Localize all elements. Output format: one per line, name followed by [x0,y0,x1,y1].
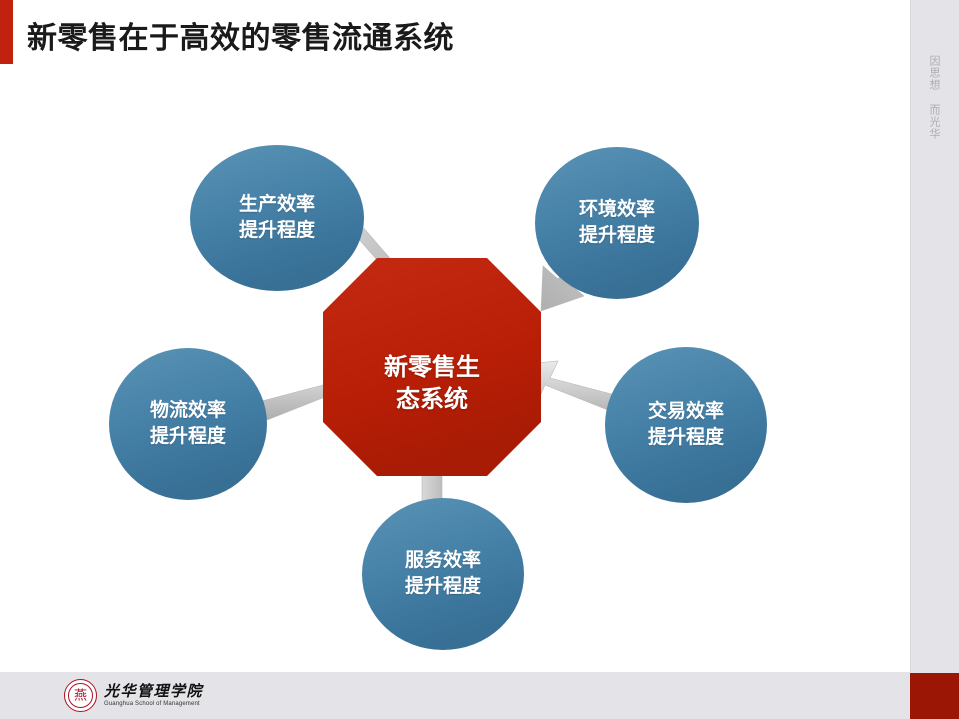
footer-bar [0,672,959,719]
footer-logo: 燕 光华管理学院 Guanghua School of Management [64,679,203,712]
university-seal-icon: 燕 [64,679,97,712]
footer-red-block [910,673,959,719]
right-sidebar: 因思想 而光华 [910,0,959,672]
spoke-ellipse-production[interactable] [190,145,364,291]
title-accent-bar [0,0,13,64]
spoke-ellipse-service[interactable] [362,498,524,650]
logo-name-en: Guanghua School of Management [104,701,200,708]
page-title: 新零售在于高效的零售流通系统 [27,22,454,55]
logo-text: 光华管理学院 Guanghua School of Management [104,681,204,708]
spoke-ellipse-logistics[interactable] [109,348,267,500]
hub-and-spoke-diagram: 新零售生 态系统 生产效率 提升程度 环境效率 提升程度 物流效率 提升程度 交… [0,60,900,660]
sidebar-motto: 因思想 而光华 [928,54,940,140]
logo-name-cn: 光华管理学院 [104,681,204,700]
hub-octagon[interactable] [323,258,541,476]
seal-glyph: 燕 [73,688,87,703]
spoke-ellipse-transaction[interactable] [605,347,767,503]
spoke-ellipse-environment[interactable] [535,147,699,299]
